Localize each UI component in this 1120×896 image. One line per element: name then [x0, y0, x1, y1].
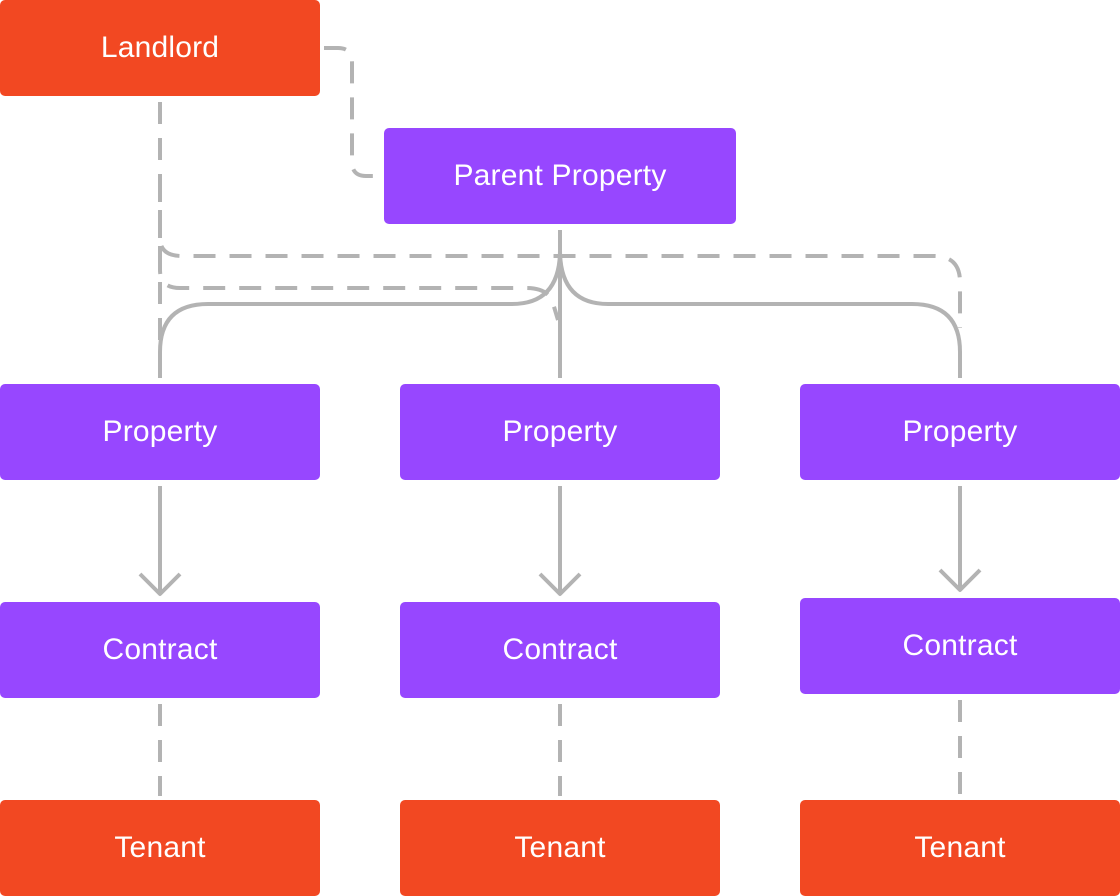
- tenant-node-1: Tenant: [0, 800, 320, 896]
- property-1-to-contract-1-arrowhead: [138, 572, 182, 596]
- parent-property-node: Parent Property: [384, 128, 736, 224]
- contract-node-2: Contract: [400, 602, 720, 698]
- contract-label: Contract: [902, 629, 1018, 662]
- parent-to-property-3-connector: [558, 249, 962, 378]
- tenant-label: Tenant: [114, 831, 206, 864]
- property-3-to-contract-3-arrowhead: [938, 568, 982, 592]
- tenant-label: Tenant: [514, 831, 606, 864]
- parent-to-property-1-connector: [158, 230, 562, 378]
- tenant-node-3: Tenant: [800, 800, 1120, 896]
- tenant-label: Tenant: [914, 831, 1006, 864]
- landlord-to-parent-connector: [324, 46, 380, 178]
- property-node-1: Property: [0, 384, 320, 480]
- landlord-label: Landlord: [100, 31, 220, 64]
- contract-label: Contract: [102, 633, 218, 666]
- tenant-node-2: Tenant: [400, 800, 720, 896]
- contract-node-1: Contract: [0, 602, 320, 698]
- property-node-2: Property: [400, 384, 720, 480]
- landlord-node: Landlord: [0, 0, 320, 96]
- property-label: Property: [502, 415, 618, 448]
- parent-property-label: Parent Property: [453, 159, 667, 192]
- contract-label: Contract: [502, 633, 618, 666]
- landlord-to-property-2-connector: [158, 180, 560, 321]
- property-label: Property: [102, 415, 218, 448]
- property-label: Property: [902, 415, 1018, 448]
- property-2-to-contract-2-arrowhead: [538, 572, 582, 596]
- property-node-3: Property: [800, 384, 1120, 480]
- contract-node-3: Contract: [800, 598, 1120, 694]
